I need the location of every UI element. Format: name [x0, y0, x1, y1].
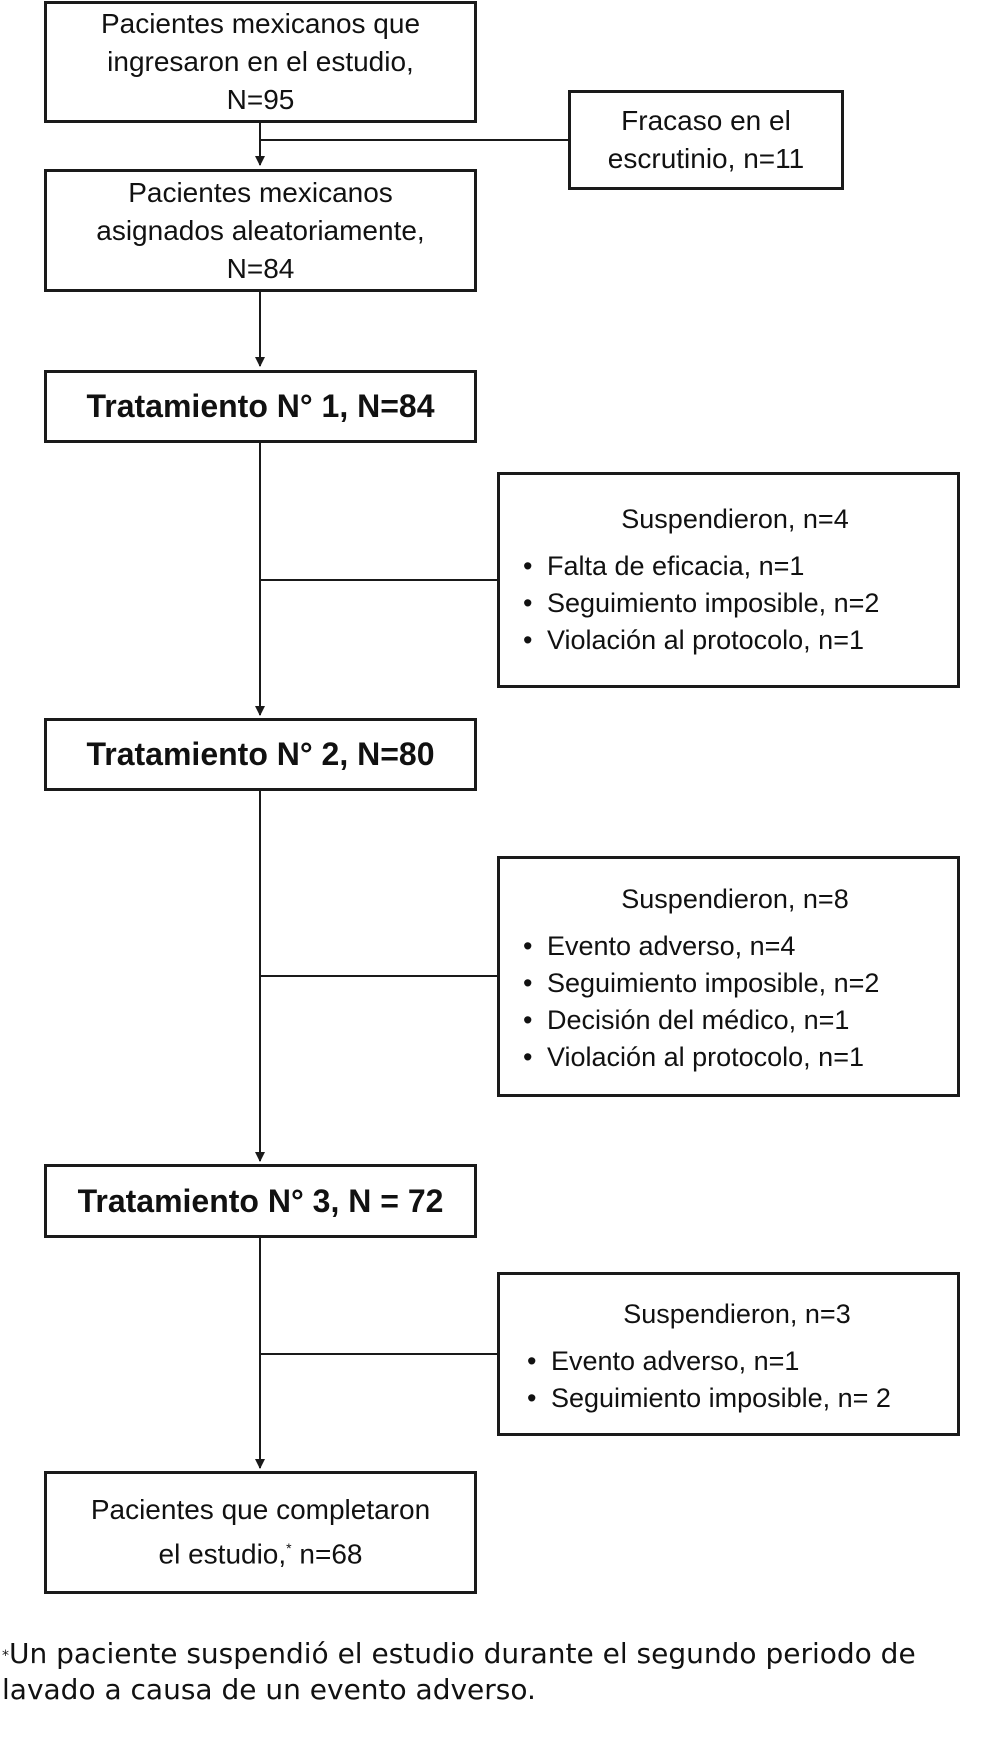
screen-fail-box: Fracaso en el escrutinio, n=11: [568, 90, 844, 190]
treatment3-box: Tratamiento N° 3, N = 72: [44, 1164, 477, 1238]
discontinued1-reason: Falta de eficacia, n=1: [523, 548, 947, 585]
enrolled-count: N=95: [226, 84, 295, 115]
discontinued1-reason: Violación al protocolo, n=1: [523, 622, 947, 659]
discontinued1-reason: Seguimiento imposible, n=2: [523, 585, 947, 622]
randomized-line1: Pacientes mexicanos: [128, 176, 393, 208]
screen-fail-line2: escrutinio, n=11: [607, 143, 805, 174]
discontinued3-heading: Suspendieron, n=3: [623, 1299, 851, 1329]
completed-box: Pacientes que completaron el estudio,* n…: [44, 1471, 477, 1594]
discontinued3-box: Suspendieron, n=3 Evento adverso, n=1 Se…: [497, 1272, 960, 1436]
completed-line1: Pacientes que completaron: [90, 1494, 431, 1526]
treatment2-label: Tratamiento N° 2, N=80: [86, 736, 435, 772]
footnote-mark: *: [2, 1648, 9, 1664]
randomized-box: Pacientes mexicanos asignados aleatoriam…: [44, 169, 477, 292]
discontinued3-reason: Seguimiento imposible, n= 2: [527, 1380, 947, 1417]
completed-footnote-mark: *: [286, 1540, 292, 1557]
discontinued2-reasons: Evento adverso, n=4 Seguimiento imposibl…: [523, 928, 947, 1076]
treatment3-label: Tratamiento N° 3, N = 72: [77, 1182, 444, 1219]
footnote-text: Un paciente suspendió el estudio durante…: [2, 1637, 916, 1706]
discontinued2-reason: Violación al protocolo, n=1: [523, 1039, 947, 1076]
discontinued1-box: Suspendieron, n=4 Falta de eficacia, n=1…: [497, 472, 960, 688]
discontinued2-reason: Seguimiento imposible, n=2: [523, 965, 947, 1002]
discontinued2-box: Suspendieron, n=8 Evento adverso, n=4 Se…: [497, 856, 960, 1097]
randomized-line2: asignados aleatoriamente,: [96, 214, 425, 246]
discontinued2-heading: Suspendieron, n=8: [621, 884, 849, 914]
treatment2-box: Tratamiento N° 2, N=80: [44, 718, 477, 791]
screen-fail-line1: Fracaso en el: [621, 105, 791, 136]
discontinued1-heading: Suspendieron, n=4: [621, 504, 849, 534]
discontinued1-reasons: Falta de eficacia, n=1 Seguimiento impos…: [523, 548, 947, 659]
footnote: *Un paciente suspendió el estudio durant…: [2, 1636, 992, 1708]
randomized-count: N=84: [226, 252, 295, 284]
discontinued2-reason: Evento adverso, n=4: [523, 928, 947, 965]
enrolled-line2: ingresaron en el estudio,: [107, 46, 414, 77]
discontinued3-reason: Evento adverso, n=1: [527, 1343, 947, 1380]
enrolled-box: Pacientes mexicanos que ingresaron en el…: [44, 1, 477, 123]
treatment1-label: Tratamiento N° 1, N=84: [86, 388, 435, 424]
completed-line2: el estudio,* n=68: [159, 1529, 363, 1573]
discontinued2-reason: Decisión del médico, n=1: [523, 1002, 947, 1039]
treatment1-box: Tratamiento N° 1, N=84: [44, 370, 477, 443]
completed-line2-text: el estudio,: [158, 1538, 287, 1570]
enrolled-line1: Pacientes mexicanos que: [100, 8, 421, 39]
completed-count: n=68: [291, 1538, 363, 1570]
discontinued3-reasons: Evento adverso, n=1 Seguimiento imposibl…: [527, 1343, 947, 1417]
